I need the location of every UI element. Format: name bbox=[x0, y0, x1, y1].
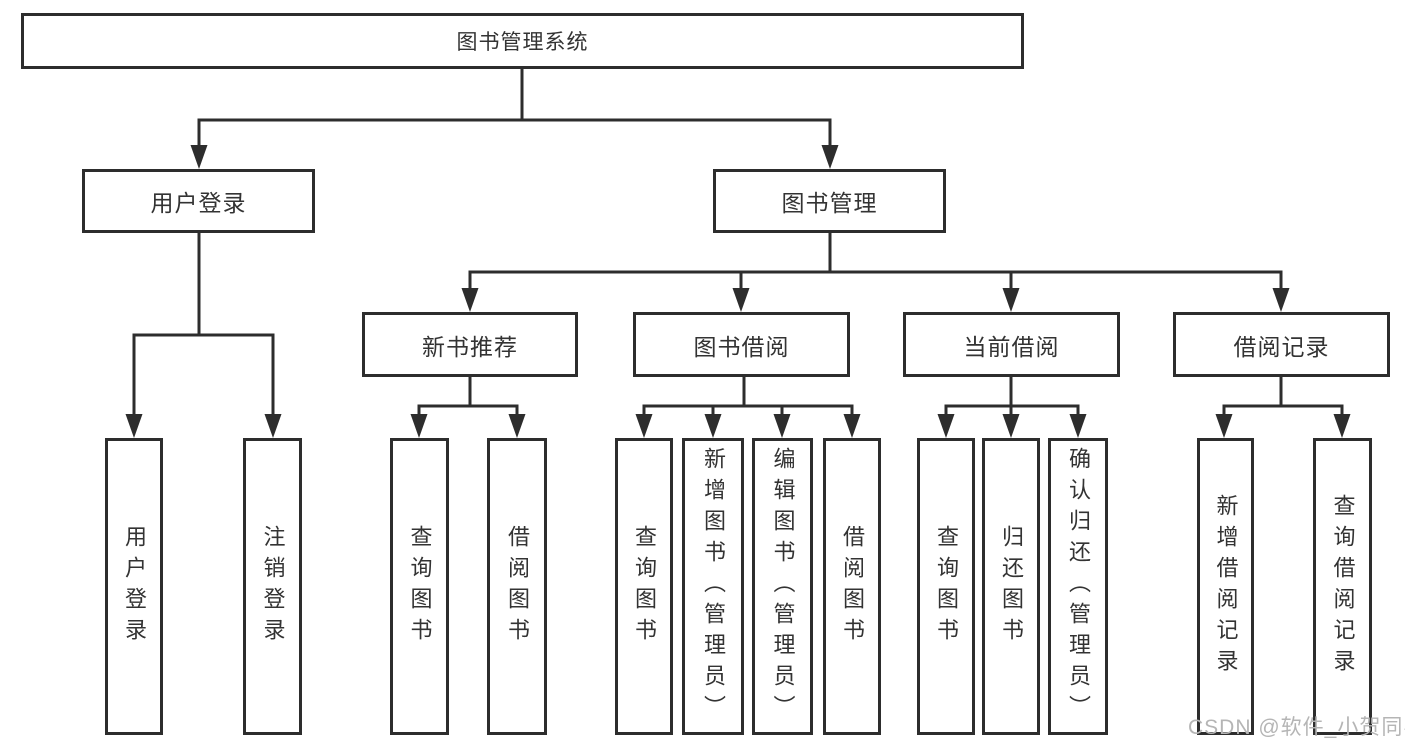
leaf-return-books: 归还图书 bbox=[982, 438, 1040, 735]
leaf-add-borrow-record: 新增借阅记录 bbox=[1197, 438, 1254, 735]
leaf-confirm-return-admin: 确认归还（管理员） bbox=[1048, 438, 1108, 735]
watermark: CSDN @软件_小贺同学 bbox=[1188, 716, 1405, 739]
leaf-borrow-books-recommend: 借阅图书 bbox=[487, 438, 547, 735]
node-user-login: 用户登录 bbox=[82, 169, 315, 233]
node-new-book-recommend: 新书推荐 bbox=[362, 312, 578, 377]
node-borrowing-records: 借阅记录 bbox=[1173, 312, 1390, 377]
arrowheads bbox=[125, 145, 1351, 438]
leaf-query-books-borrow: 查询图书 bbox=[615, 438, 673, 735]
leaf-user-login: 用户登录 bbox=[105, 438, 163, 735]
leaf-query-books-recommend: 查询图书 bbox=[390, 438, 449, 735]
node-book-borrowing: 图书借阅 bbox=[633, 312, 850, 377]
leaf-edit-books-admin: 编辑图书（管理员） bbox=[752, 438, 813, 735]
leaf-logout: 注销登录 bbox=[243, 438, 302, 735]
leaf-query-borrow-record: 查询借阅记录 bbox=[1313, 438, 1372, 735]
leaf-query-books-current: 查询图书 bbox=[917, 438, 975, 735]
leaf-borrow-books: 借阅图书 bbox=[823, 438, 881, 735]
node-book-management: 图书管理 bbox=[713, 169, 946, 233]
node-root: 图书管理系统 bbox=[21, 13, 1024, 69]
node-current-borrowing: 当前借阅 bbox=[903, 312, 1120, 377]
leaf-add-books-admin: 新增图书（管理员） bbox=[682, 438, 744, 735]
